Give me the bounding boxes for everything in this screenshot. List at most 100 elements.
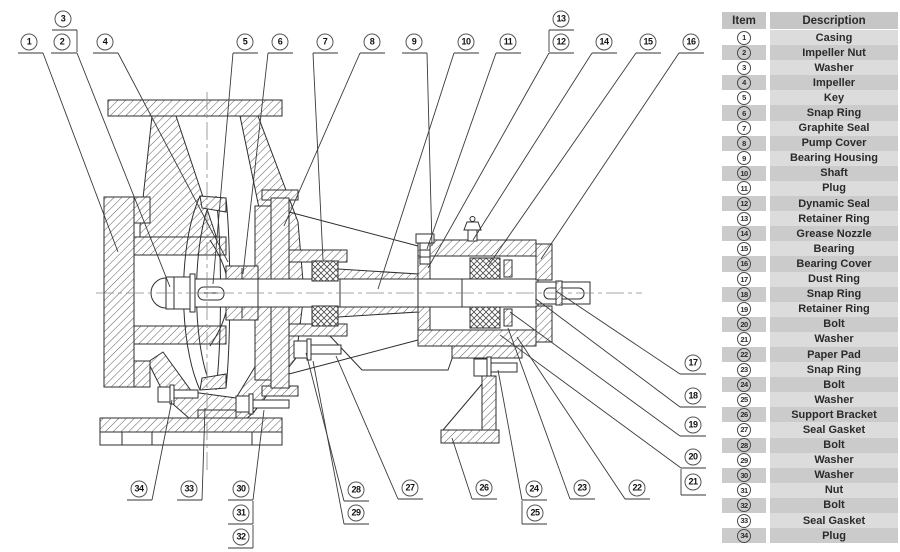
item-number-badge: 27: [737, 422, 751, 437]
item-cell: 32: [722, 497, 766, 513]
description-cell: Paper Pad: [770, 346, 898, 363]
callout-leader-7: [312, 52, 324, 261]
item-column-header: Item: [722, 12, 766, 29]
description-cell: Bearing Cover: [770, 256, 898, 272]
callout-leader-26: [451, 437, 473, 500]
item-cell: 34: [722, 528, 766, 544]
description-cell: Washer: [770, 60, 898, 76]
item-cell: 3: [722, 60, 766, 75]
description-cell: Washer: [770, 467, 898, 483]
description-cell: Seal Gasket: [770, 422, 898, 438]
item-number-badge: 4: [737, 75, 751, 90]
description-cell: Washer: [770, 392, 898, 408]
callout-leader-9: [426, 52, 433, 247]
cover-bolt-set: [293, 338, 342, 361]
description-cell: Impeller: [770, 75, 898, 91]
description-cell: Casing: [770, 30, 898, 46]
description-cell: Grease Nozzle: [770, 226, 898, 242]
description-cell: Retainer Ring: [770, 301, 898, 317]
description-column-header: Description: [770, 12, 898, 29]
callout-leader-22: [516, 336, 626, 500]
item-cell: 20: [722, 316, 766, 332]
table-row: 26 Support Bracket: [722, 407, 898, 423]
bearing-housing-section: [417, 239, 563, 359]
item-number-badge: 29: [737, 453, 751, 468]
description-cell: Dust Ring: [770, 271, 898, 287]
item-cell: 23: [722, 362, 766, 377]
description-cell: Support Bracket: [770, 407, 898, 423]
parts-table-header: Item Description: [722, 12, 898, 29]
item-cell: 8: [722, 135, 766, 151]
callout-leader-14: [472, 52, 593, 241]
table-row: 31 Nut: [722, 482, 898, 498]
item-cell: 9: [722, 151, 766, 166]
table-row: 27 Seal Gasket: [722, 422, 898, 438]
item-number-badge: 34: [737, 528, 751, 543]
callout-leader-2: [76, 52, 171, 288]
item-cell: 24: [722, 377, 766, 393]
bracket-bolt-set: [473, 356, 518, 379]
item-number-badge: 17: [737, 272, 751, 287]
description-cell: Impeller Nut: [770, 45, 898, 61]
description-cell: Washer: [770, 331, 898, 347]
callout-leader-11: [426, 52, 497, 250]
item-number-badge: 12: [737, 196, 751, 211]
callout-leader-6: [242, 52, 269, 275]
description-cell: Plug: [770, 528, 898, 544]
callout-leader-16: [540, 52, 680, 260]
item-cell: 18: [722, 286, 766, 302]
item-cell: 29: [722, 453, 766, 468]
callout-leader-27: [335, 355, 399, 500]
table-row: 34 Plug: [722, 528, 898, 544]
item-cell: 28: [722, 437, 766, 453]
description-cell: Retainer Ring: [770, 211, 898, 227]
description-cell: Washer: [770, 452, 898, 468]
item-number-badge: 6: [737, 106, 751, 121]
item-cell: 30: [722, 467, 766, 483]
table-row: 29 Washer: [722, 452, 898, 468]
item-number-badge: 26: [737, 407, 751, 422]
item-cell: 19: [722, 302, 766, 317]
item-number-badge: 30: [737, 468, 751, 483]
item-number-badge: 14: [737, 226, 751, 241]
item-number-badge: 15: [737, 241, 751, 256]
item-cell: 1: [722, 30, 766, 45]
graphite-seal-section: [241, 260, 339, 327]
callout-leader-17: [555, 290, 681, 375]
description-cell: Bolt: [770, 316, 898, 332]
item-number-badge: 11: [737, 181, 751, 196]
item-cell: 11: [722, 181, 766, 196]
description-cell: Pump Cover: [770, 135, 898, 151]
description-cell: Bolt: [770, 437, 898, 453]
item-cell: 22: [722, 346, 766, 363]
item-number-badge: 22: [737, 347, 751, 362]
item-cell: 4: [722, 75, 766, 91]
item-cell: 25: [722, 392, 766, 407]
item-cell: 31: [722, 483, 766, 498]
description-cell: Nut: [770, 482, 898, 498]
callout-leader-29: [312, 360, 345, 525]
item-number-badge: 31: [737, 483, 751, 498]
callout-leader-18: [535, 298, 681, 408]
description-cell: Key: [770, 90, 898, 106]
callout-leader-23: [507, 327, 571, 500]
item-number-badge: 16: [737, 256, 751, 271]
item-cell: 15: [722, 241, 766, 256]
item-number-badge: 1: [737, 30, 751, 45]
item-number-badge: 5: [737, 90, 751, 105]
item-number-badge: 18: [737, 287, 751, 302]
support-bracket-section: [440, 375, 500, 444]
